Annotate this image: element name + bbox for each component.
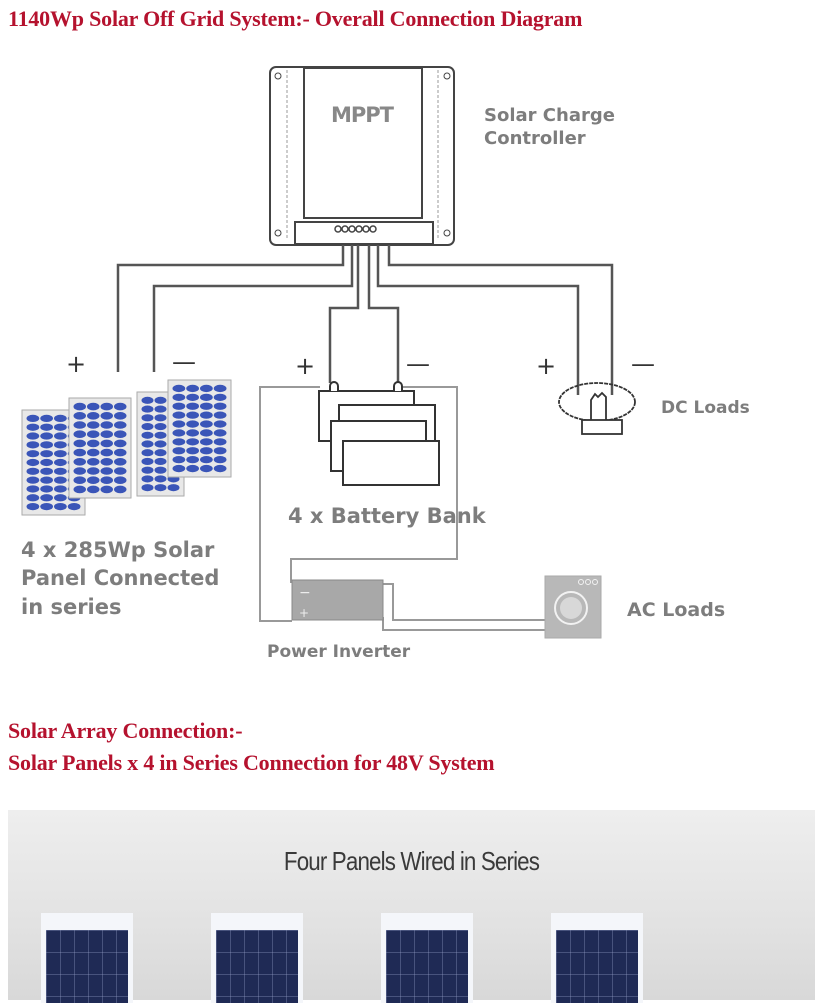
battery-bank — [318, 381, 440, 486]
photo-panel — [381, 913, 473, 1003]
dc-loads-label: DC Loads — [661, 398, 750, 418]
section-title: Solar Array Connection:- — [8, 718, 243, 743]
battery-bank-label: 4 x Battery Bank — [288, 504, 486, 528]
solar-panel-array — [21, 379, 232, 516]
photo-panel — [551, 913, 643, 1003]
panel-minus-sign: — — [172, 348, 196, 376]
dc-plus-sign: + — [536, 352, 557, 380]
ac-load-washer — [544, 575, 602, 639]
series-wiring-photo: Four Panels Wired in Series — [8, 810, 815, 1003]
power-inverter: − + — [291, 579, 384, 621]
photo-panel — [211, 913, 303, 1003]
power-inverter-label: Power Inverter — [267, 642, 411, 662]
photo-title: Four Panels Wired in Series — [283, 846, 540, 876]
battery-plus-sign: + — [295, 352, 316, 380]
dc-load-bulb — [558, 382, 636, 435]
photo-panel — [41, 913, 133, 1003]
solar-array-label-line2: Panel Connected — [21, 566, 220, 590]
controller-label-line1: Solar Charge — [484, 105, 615, 126]
panel-plus-sign: + — [66, 350, 87, 378]
svg-text:−: − — [299, 585, 311, 601]
battery-minus-sign: — — [406, 350, 430, 378]
connection-diagram: − + — [21, 66, 636, 639]
wires — [116, 245, 614, 395]
ac-loads-label: AC Loads — [627, 599, 726, 621]
main-title: 1140Wp Solar Off Grid System:- Overall C… — [8, 6, 583, 31]
charge-controller — [269, 66, 455, 246]
solar-panel — [68, 397, 132, 499]
solar-array-label-line1: 4 x 285Wp Solar — [21, 538, 215, 562]
inverter-wires — [259, 386, 545, 631]
solar-panel — [167, 379, 232, 478]
dc-minus-sign: — — [631, 350, 655, 378]
solar-array-label-line3: in series — [21, 595, 122, 619]
controller-display-text: MPPT — [331, 103, 394, 127]
section-subtitle: Solar Panels x 4 in Series Connection fo… — [8, 750, 495, 775]
svg-text:+: + — [299, 606, 309, 620]
controller-label-line2: Controller — [484, 128, 586, 149]
